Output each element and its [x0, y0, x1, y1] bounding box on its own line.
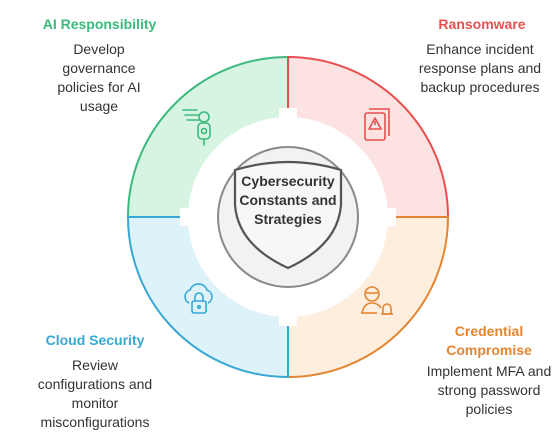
- warning-document-icon: [364, 108, 390, 141]
- credential-label: Credential Compromise Implement MFA and …: [424, 322, 554, 419]
- credential-title: Credential Compromise: [446, 323, 532, 358]
- robot-arm-icon: [182, 109, 211, 146]
- ransomware-desc: Enhance incident response plans and back…: [418, 41, 542, 95]
- ai-label: AI Responsibility Develop governance pol…: [22, 15, 177, 116]
- cloud-desc: Review configurations and monitor miscon…: [37, 357, 153, 430]
- ai-title: AI Responsibility: [42, 16, 157, 32]
- cloud-lock-icon: [184, 283, 213, 314]
- center-title: Cybersecurity Constants and Strategies: [239, 173, 337, 227]
- shield-icon: [233, 160, 343, 270]
- cloud-title: Cloud Security: [45, 332, 145, 348]
- hacker-alert-icon: [361, 286, 393, 315]
- ai-desc: Develop governance policies for AI usage: [57, 41, 141, 114]
- credential-desc: Implement MFA and strong password polici…: [426, 363, 552, 417]
- ransomware-label: Ransomware Enhance incident response pla…: [410, 15, 554, 97]
- ransomware-title: Ransomware: [438, 16, 526, 32]
- cloud-label: Cloud Security Review configurations and…: [20, 331, 170, 432]
